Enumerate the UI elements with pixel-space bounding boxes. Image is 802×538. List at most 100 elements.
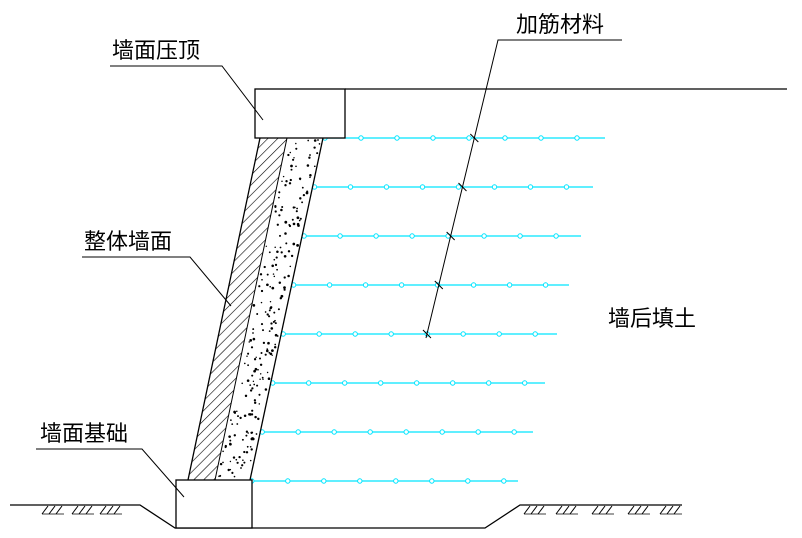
concrete-speck xyxy=(313,165,316,168)
concrete-speck xyxy=(243,414,247,418)
leader-reinforcement xyxy=(425,39,622,339)
concrete-speck xyxy=(266,273,269,276)
concrete-speck xyxy=(278,281,282,285)
concrete-speck xyxy=(249,445,252,448)
concrete-speck xyxy=(258,285,261,288)
concrete-speck xyxy=(252,304,256,307)
concrete-speck xyxy=(257,368,259,371)
concrete-speck xyxy=(237,415,239,418)
concrete-speck xyxy=(266,283,269,287)
reinforcement-node xyxy=(430,135,436,141)
concrete-speck xyxy=(250,448,253,451)
concrete-speck xyxy=(278,196,280,199)
reinforcement-node xyxy=(486,380,492,386)
concrete-speck xyxy=(271,349,274,352)
concrete-speck xyxy=(240,467,242,469)
leader-tick xyxy=(422,329,432,339)
reinforcement-node xyxy=(527,184,534,190)
concrete-speck xyxy=(253,358,257,361)
wall-concrete-fill xyxy=(218,139,321,478)
concrete-speck xyxy=(229,468,232,471)
concrete-speck xyxy=(249,384,252,386)
concrete-speck xyxy=(277,308,280,311)
leader-tick xyxy=(458,182,467,192)
reinforcement-node xyxy=(383,184,390,190)
ground-hatch-mark xyxy=(605,505,613,515)
concrete-speck xyxy=(238,455,241,459)
concrete-speck xyxy=(317,139,319,141)
concrete-speck xyxy=(245,430,249,433)
concrete-speck xyxy=(283,286,286,289)
concrete-speck xyxy=(267,350,269,352)
concrete-speck xyxy=(264,388,268,391)
concrete-speck xyxy=(249,413,252,416)
ground-hatch-mark xyxy=(598,505,606,515)
ground-hatch-mark xyxy=(562,505,570,515)
reinforcement-node xyxy=(394,135,400,141)
concrete-speck xyxy=(296,216,300,220)
reinforcement-node xyxy=(460,331,466,337)
ground-hatch-mark xyxy=(666,505,674,515)
ground-hatch-mark xyxy=(530,505,538,515)
concrete-speck xyxy=(283,254,287,258)
ground-hatch-mark xyxy=(569,505,577,515)
reinforcement-node xyxy=(352,331,358,337)
concrete-speck xyxy=(273,275,276,278)
concrete-speck xyxy=(278,191,281,194)
concrete-speck xyxy=(254,367,258,371)
concrete-speck xyxy=(280,208,283,212)
reinforcement-node xyxy=(496,331,502,337)
reinforcement-node xyxy=(337,233,343,239)
concrete-speck xyxy=(262,341,266,345)
concrete-speck xyxy=(259,373,262,375)
concrete-speck xyxy=(282,175,285,178)
concrete-speck xyxy=(254,415,257,419)
concrete-speck xyxy=(268,309,271,312)
concrete-speck xyxy=(228,435,231,438)
concrete-speck xyxy=(283,276,286,279)
concrete-speck xyxy=(262,378,264,381)
concrete-speck xyxy=(258,393,261,396)
concrete-speck xyxy=(313,139,317,142)
concrete-speck xyxy=(265,245,267,247)
reinforcement-node xyxy=(470,282,477,288)
ground-hatch-mark xyxy=(78,505,86,515)
concrete-speck xyxy=(274,319,276,322)
concrete-speck xyxy=(272,273,275,275)
concrete-speck xyxy=(301,201,304,204)
concrete-speck xyxy=(289,265,292,268)
concrete-speck xyxy=(268,315,271,318)
concrete-speck xyxy=(292,242,296,246)
reinforcement-node xyxy=(398,282,405,288)
concrete-speck xyxy=(318,143,321,145)
reinforcement-node xyxy=(429,478,435,484)
ground-hatch-mark xyxy=(99,505,107,515)
reinforcement-node xyxy=(373,233,379,239)
concrete-speck xyxy=(229,439,232,442)
ground-hatch-mark xyxy=(673,505,681,515)
reinforcement-node xyxy=(285,478,291,484)
concrete-speck xyxy=(222,450,224,453)
reinforcement-node xyxy=(465,478,471,484)
concrete-speck xyxy=(250,437,254,441)
concrete-speck xyxy=(268,251,271,254)
reinforcement-node xyxy=(574,135,580,141)
concrete-speck xyxy=(273,311,276,314)
concrete-speck xyxy=(260,289,264,293)
concrete-speck xyxy=(276,335,279,337)
concrete-speck xyxy=(260,351,263,355)
reinforcement-node xyxy=(517,233,523,239)
concrete-speck xyxy=(292,158,295,161)
concrete-speck xyxy=(287,153,290,157)
label-wall-face: 整体墙面 xyxy=(84,230,172,255)
concrete-speck xyxy=(295,147,298,150)
reinforcement-node xyxy=(532,331,538,337)
concrete-speck xyxy=(255,356,257,359)
concrete-speck xyxy=(253,401,257,405)
concrete-speck xyxy=(256,384,259,387)
concrete-speck xyxy=(269,285,272,288)
concrete-speck xyxy=(272,320,275,323)
concrete-speck xyxy=(227,468,230,472)
reinforcement-node xyxy=(388,331,394,337)
concrete-speck xyxy=(251,431,254,434)
